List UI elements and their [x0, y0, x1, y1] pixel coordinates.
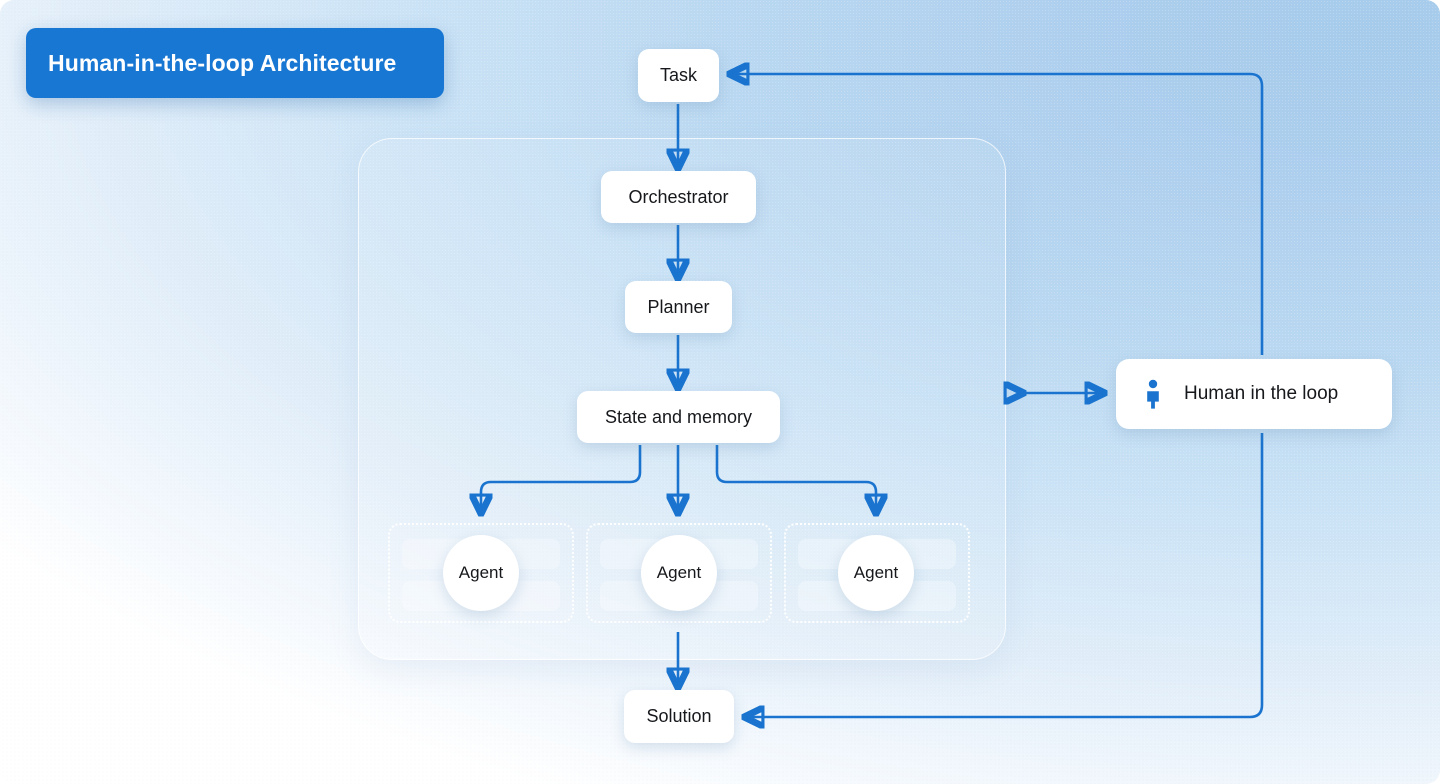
node-orchestrator[interactable]: Orchestrator [601, 171, 756, 223]
agent-label: Agent [458, 563, 504, 582]
agent-node[interactable]: Agent [838, 535, 914, 611]
node-orchestrator-label: Orchestrator [628, 186, 729, 207]
node-human-label: Human in the loop [1184, 383, 1339, 404]
agent-node[interactable]: Agent [443, 535, 519, 611]
person-icon [1144, 379, 1162, 409]
node-state-and-memory[interactable]: State and memory [577, 391, 780, 443]
agent-node[interactable]: Agent [641, 535, 717, 611]
edge-state-agent-left [481, 445, 642, 512]
node-state-label: State and memory [604, 406, 753, 427]
node-solution-label: Solution [646, 706, 712, 726]
node-planner[interactable]: Planner [625, 281, 732, 333]
edge-solution-human-feedback [746, 433, 1264, 717]
edge-state-agent-right [715, 445, 876, 512]
node-task[interactable]: Task [638, 49, 719, 102]
node-planner-label: Planner [647, 296, 710, 317]
page-title-badge: Human-in-the-loop Architecture [26, 28, 444, 98]
node-human-in-the-loop[interactable]: Human in the loop [1116, 359, 1392, 429]
edge-human-task-feedback [731, 74, 1264, 355]
node-solution[interactable]: Solution [624, 690, 734, 743]
node-task-label: Task [659, 65, 697, 85]
agent-label: Agent [656, 563, 702, 582]
agent-label: Agent [853, 563, 899, 582]
page-title: Human-in-the-loop Architecture [48, 49, 397, 76]
